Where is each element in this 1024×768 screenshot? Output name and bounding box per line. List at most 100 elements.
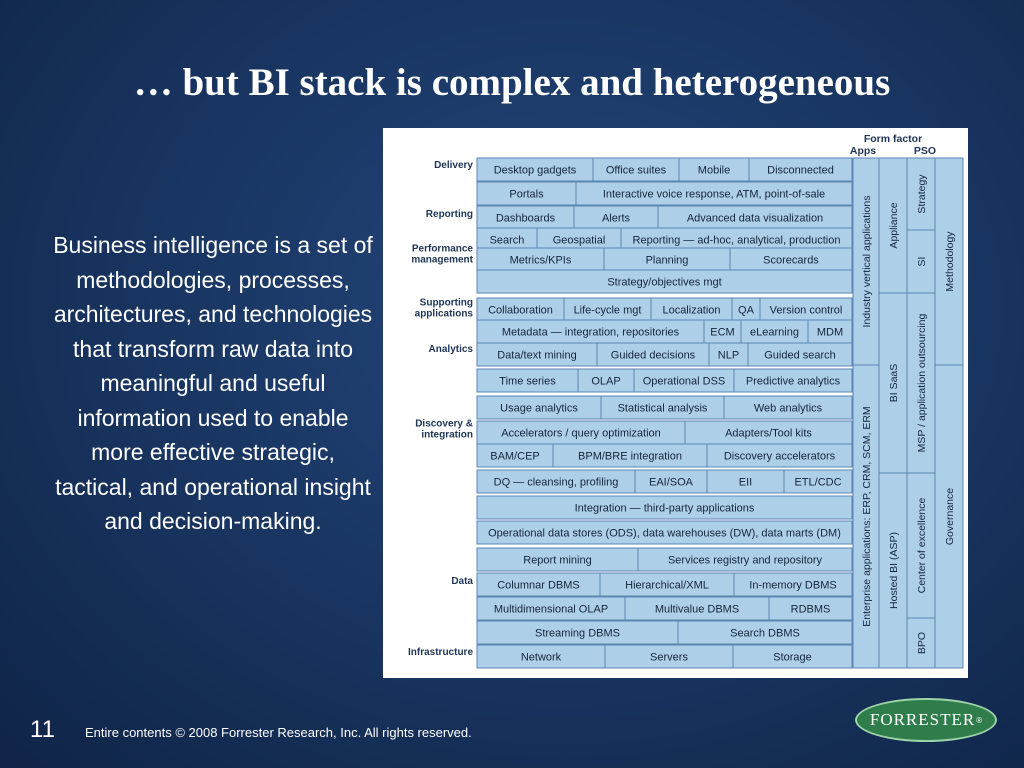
cell-label: Hierarchical/XML bbox=[625, 580, 709, 592]
cell-hierarchical-xml: Hierarchical/XML bbox=[599, 572, 735, 597]
cell-label: Services registry and repository bbox=[668, 555, 823, 567]
vertical-cell-label: MSP / application outsourcing bbox=[916, 313, 928, 452]
vertical-cell-methodology: Methodology bbox=[934, 157, 964, 366]
cell-accelerators-query-optimization: Accelerators / query optimization bbox=[476, 420, 686, 445]
cell-discovery-accelerators: Discovery accelerators bbox=[706, 443, 853, 468]
cell-label: EAI/SOA bbox=[649, 477, 694, 489]
cell-label: eLearning bbox=[750, 327, 799, 339]
cell-strategy-objectives-mgt: Strategy/objectives mgt bbox=[476, 269, 853, 294]
cell-web-analytics: Web analytics bbox=[723, 395, 853, 420]
cell-multivalue-dbms: Multivalue DBMS bbox=[624, 596, 770, 621]
layer-label-line: Reporting bbox=[426, 209, 473, 220]
cell-label: Multidimensional OLAP bbox=[494, 604, 608, 616]
cell-desktop-gadgets: Desktop gadgets bbox=[476, 157, 594, 182]
cell-metrics-kpis: Metrics/KPIs bbox=[476, 247, 605, 272]
cell-storage: Storage bbox=[732, 644, 853, 669]
cell-portals: Portals bbox=[476, 181, 577, 206]
cell-label: Metrics/KPIs bbox=[510, 255, 572, 267]
cell-report-mining: Report mining bbox=[476, 547, 639, 572]
cell-label: Columnar DBMS bbox=[497, 580, 580, 592]
vertical-cell-enterprise-applications-erp-crm-scm-erm: Enterprise applications: ERP, CRM, SCM, … bbox=[852, 364, 880, 669]
vertical-cell-label: BPO bbox=[916, 632, 928, 654]
cell-guided-search: Guided search bbox=[747, 342, 853, 367]
layer-label-line: Analytics bbox=[429, 344, 474, 355]
cell-label: Usage analytics bbox=[500, 403, 578, 415]
cell-qa: QA bbox=[731, 297, 761, 322]
vertical-cell-label: Appliance bbox=[888, 202, 900, 248]
cell-predictive-analytics: Predictive analytics bbox=[733, 368, 853, 393]
logo-registered-mark: ® bbox=[976, 715, 983, 725]
cell-label: Servers bbox=[650, 652, 688, 664]
vertical-cell-label: Governance bbox=[944, 488, 956, 545]
cell-collaboration: Collaboration bbox=[476, 297, 565, 322]
vertical-cell-bpo: BPO bbox=[906, 617, 936, 669]
cell-ecm: ECM bbox=[703, 319, 742, 344]
layer-label-line: Performance bbox=[412, 244, 474, 255]
cell-office-suites: Office suites bbox=[592, 157, 680, 182]
cell-label: Integration — third-party applications bbox=[575, 503, 755, 515]
cell-label: BAM/CEP bbox=[490, 451, 540, 463]
cell-time-series: Time series bbox=[476, 368, 579, 393]
vertical-cell-strategy: Strategy bbox=[906, 157, 936, 231]
vertical-cell-industry-vertical-applications: Industry vertical applications bbox=[852, 157, 880, 366]
cell-reporting-ad-hoc-analytical-production: Reporting — ad-hoc, analytical, producti… bbox=[620, 227, 853, 252]
cell-advanced-data-visualization: Advanced data visualization bbox=[657, 205, 853, 230]
cell-statistical-analysis: Statistical analysis bbox=[600, 395, 725, 420]
cell-servers: Servers bbox=[604, 644, 734, 669]
cell-label: Advanced data visualization bbox=[687, 213, 823, 225]
cell-metadata-integration-repositories: Metadata — integration, repositories bbox=[476, 319, 705, 344]
cell-label: Interactive voice response, ATM, point-o… bbox=[603, 189, 825, 201]
layer-label-line: management bbox=[411, 255, 473, 266]
layer-label-discovery: Discovery &integration bbox=[415, 419, 473, 441]
cell-label: Office suites bbox=[606, 165, 667, 177]
cell-search-dbms: Search DBMS bbox=[677, 620, 853, 645]
cell-columnar-dbms: Columnar DBMS bbox=[476, 572, 601, 597]
page-number: 11 bbox=[30, 716, 55, 743]
cell-label: Operational DSS bbox=[643, 376, 726, 388]
cell-label: EII bbox=[739, 477, 752, 489]
cell-mobile: Mobile bbox=[678, 157, 750, 182]
cell-label: Storage bbox=[773, 652, 812, 664]
cell-label: DQ — cleansing, profiling bbox=[494, 477, 619, 489]
cell-label: Localization bbox=[662, 305, 720, 317]
layer-label-reporting: Reporting bbox=[426, 209, 473, 220]
cell-mdm: MDM bbox=[807, 319, 853, 344]
vertical-cell-label: Methodology bbox=[944, 231, 956, 292]
cell-label: MDM bbox=[817, 327, 843, 339]
cell-rdbms: RDBMS bbox=[768, 596, 853, 621]
cell-localization: Localization bbox=[650, 297, 733, 322]
layer-label-line: Discovery & bbox=[415, 419, 473, 430]
cell-services-registry-and-repository: Services registry and repository bbox=[637, 547, 853, 572]
cell-eii: EII bbox=[706, 469, 785, 494]
vertical-cell-governance: Governance bbox=[934, 364, 964, 669]
cell-label: Collaboration bbox=[488, 305, 553, 317]
vertical-cell-hosted-bi-asp: Hosted BI (ASP) bbox=[878, 472, 908, 669]
vertical-cell-label: Industry vertical applications bbox=[861, 196, 873, 328]
vertical-cell-label: SI bbox=[916, 257, 928, 267]
cell-label: Mobile bbox=[698, 165, 730, 177]
cell-dashboards: Dashboards bbox=[476, 205, 575, 230]
cell-nlp: NLP bbox=[708, 342, 749, 367]
layer-label-line: Supporting bbox=[420, 298, 473, 309]
cell-label: Geospatial bbox=[553, 235, 606, 247]
cell-planning: Planning bbox=[603, 247, 731, 272]
cell-etl-cdc: ETL/CDC bbox=[783, 469, 853, 494]
cell-label: Multivalue DBMS bbox=[655, 604, 739, 616]
cell-in-memory-dbms: In-memory DBMS bbox=[733, 572, 853, 597]
cell-label: QA bbox=[738, 305, 755, 317]
slide-description: Business intelligence is a set of method… bbox=[53, 232, 373, 534]
cell-label: Guided decisions bbox=[611, 350, 696, 362]
layer-label-line: integration bbox=[421, 430, 473, 441]
cell-disconnected: Disconnected bbox=[748, 157, 853, 182]
cell-label: Operational data stores (ODS), data ware… bbox=[488, 528, 841, 540]
layer-label-line: Delivery bbox=[434, 160, 473, 171]
cell-label: Strategy/objectives mgt bbox=[607, 277, 721, 289]
cell-label: Scorecards bbox=[763, 255, 819, 267]
layer-label-line: Infrastructure bbox=[408, 647, 473, 658]
cell-elearning: eLearning bbox=[740, 319, 809, 344]
layer-label-data: Data bbox=[451, 576, 473, 587]
layer-label-analytics: Analytics bbox=[429, 344, 474, 355]
